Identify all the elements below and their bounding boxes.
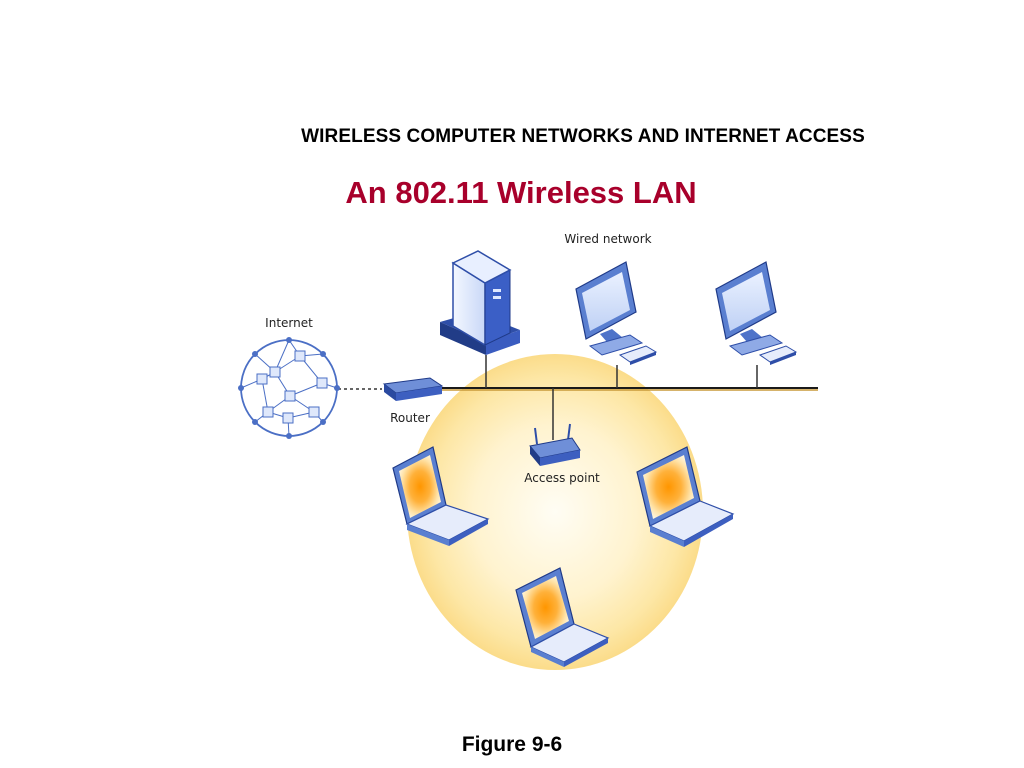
- access-point-label: Access point: [524, 471, 600, 485]
- router-label: Router: [390, 411, 430, 425]
- laptop-icon-3: [515, 567, 610, 667]
- wired-network-label: Wired network: [564, 232, 651, 246]
- wired-backbone: [441, 387, 818, 391]
- laptop-icon-1: [392, 446, 490, 546]
- section-header: WIRELESS COMPUTER NETWORKS AND INTERNET …: [301, 126, 865, 147]
- desktop-computer-icon-1: [575, 261, 658, 365]
- desktop-computer-icon-2: [715, 261, 798, 365]
- internet-label: Internet: [265, 316, 313, 330]
- drop-lines: [485, 355, 758, 440]
- globe-network-icon: [238, 337, 340, 439]
- slide-title: An 802.11 Wireless LAN: [345, 175, 697, 210]
- server-tower-icon: [440, 250, 520, 355]
- figure-caption: Figure 9-6: [461, 733, 563, 756]
- wireless-access-point-icon: [529, 423, 581, 466]
- laptop-icon-2: [636, 446, 735, 547]
- router-icon: [382, 377, 444, 401]
- wireless-coverage-area: [407, 354, 703, 670]
